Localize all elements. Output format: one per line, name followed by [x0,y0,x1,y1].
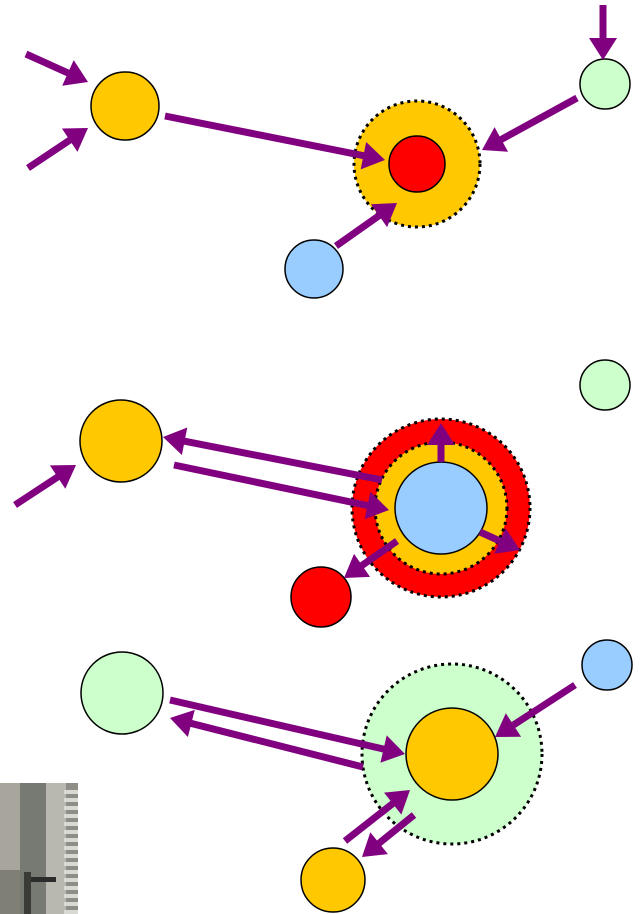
door-photo-fragment [0,783,78,914]
p3-orange-bottom-node [300,847,366,913]
p3-center-node [405,707,499,801]
panel-3 [80,639,633,913]
p2-orange-to-center-arrow [173,461,389,520]
p2-green-right-node [579,359,631,411]
p2-center-out-up-arrow [427,423,455,462]
p1-green-to-center-arrow [482,94,579,152]
p3-center-to-bottom-arrow [362,812,417,857]
p1-in-upper-left-arrow [24,50,88,86]
p1-blue-to-center-arrow [333,203,397,249]
p1-blue-bottom-node [284,239,344,299]
panel-2 [79,359,631,628]
p1-center-node [388,135,446,193]
p3-green-left-node [80,651,164,735]
p2-center-to-orange-arrow [163,427,383,484]
p2-center-out-right-arrow [478,528,520,554]
p3-center-to-green-arrow [170,709,364,771]
p2-center-to-red-arrow [344,538,400,578]
p1-orange-to-center-arrow [164,112,385,170]
p1-orange-left-node [90,71,160,141]
panel-1 [90,58,631,299]
p1-in-top-right-arrow [589,5,617,60]
p3-blue-right-node [581,639,633,691]
p2-center-node [394,461,488,555]
p1-green-right-node [579,58,631,110]
p1-in-lower-left-arrow [26,128,88,171]
p3-blue-to-center-arrow [495,682,577,737]
p3-bottom-to-center-arrow [342,790,410,844]
p2-orange-left-node [79,399,163,483]
p3-green-to-center-arrow [169,696,405,763]
p2-in-lower-left-arrow [13,465,76,508]
p2-red-bottom-node [290,566,352,628]
